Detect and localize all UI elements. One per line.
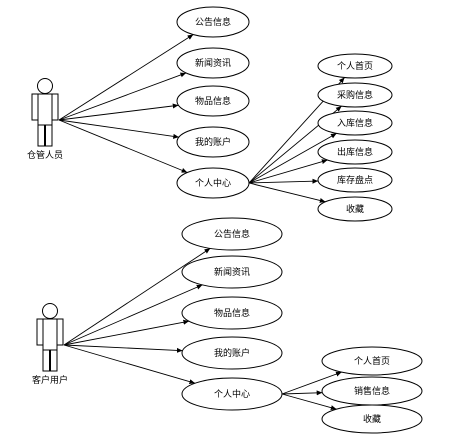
association-line: [63, 319, 190, 346]
use-case-ellipse: [321, 404, 423, 434]
use-case-2-5: 个人中心: [181, 377, 283, 411]
sub-use-case-2-1: 个人首页: [321, 346, 423, 376]
actor-torso: [37, 93, 53, 126]
sub-use-case-1-5: 库存盘点: [317, 167, 393, 193]
use-case-label: 销售信息: [354, 385, 390, 397]
use-case-label: 新闻资讯: [195, 57, 231, 69]
include-line: [248, 182, 326, 203]
actor-left-arm: [31, 93, 39, 121]
use-case-ellipse: [181, 336, 283, 370]
use-case-label: 物品信息: [214, 307, 250, 319]
use-case-2-3: 物品信息: [181, 296, 283, 330]
include-line: [281, 390, 323, 396]
sub-use-case-2-3: 收藏: [321, 404, 423, 434]
use-case-ellipse: [321, 346, 423, 376]
association-line: [58, 119, 180, 139]
association-line: [58, 72, 187, 121]
use-case-label: 收藏: [346, 203, 364, 215]
actor-right-leg: [50, 349, 58, 372]
use-case-ellipse: [176, 85, 250, 117]
use-case-label: 物品信息: [195, 95, 231, 107]
sub-use-case-1-1: 个人首页: [317, 53, 393, 79]
association-line: [63, 284, 203, 346]
use-case-label: 库存盘点: [337, 174, 373, 186]
association-line: [58, 119, 188, 173]
actor-1: 仓管人员: [27, 78, 63, 161]
use-case-1-5: 个人中心: [176, 167, 250, 199]
use-case-label: 我的账户: [195, 136, 231, 148]
actor-label: 客户用户: [32, 374, 68, 386]
use-case-ellipse: [181, 217, 283, 251]
use-case-label: 出库信息: [337, 146, 373, 158]
use-case-ellipse: [181, 377, 283, 411]
include-line: [248, 159, 328, 184]
use-case-ellipse: [181, 296, 283, 330]
actor-label: 仓管人员: [27, 149, 63, 161]
actor-left-leg: [42, 349, 50, 372]
sub-use-case-2-2: 销售信息: [321, 376, 423, 406]
association-line: [63, 344, 196, 385]
use-case-label: 入库信息: [337, 117, 373, 129]
use-case-ellipse: [181, 255, 283, 289]
use-case-label: 个人中心: [214, 388, 250, 400]
use-case-ellipse: [176, 167, 250, 199]
use-case-label: 个人首页: [337, 60, 373, 72]
use-case-ellipse: [176, 126, 250, 158]
use-case-ellipse: [176, 47, 250, 79]
use-case-ellipse: [317, 139, 393, 165]
use-case-2-4: 我的账户: [181, 336, 283, 370]
use-case-ellipse: [317, 167, 393, 193]
actor-left-leg: [37, 124, 45, 147]
sub-use-case-1-4: 出库信息: [317, 139, 393, 165]
use-case-ellipse: [317, 53, 393, 79]
actor-right-leg: [45, 124, 53, 147]
association-line: [58, 103, 179, 121]
include-line: [281, 371, 342, 395]
actor-head: [37, 78, 53, 94]
use-case-label: 个人首页: [354, 355, 390, 367]
use-case-label: 我的账户: [214, 347, 250, 359]
use-case-label: 公告信息: [214, 228, 250, 240]
association-line: [63, 248, 211, 346]
association-line: [58, 34, 194, 121]
use-case-2-2: 新闻资讯: [181, 255, 283, 289]
actor-left-arm: [36, 318, 44, 346]
use-case-ellipse: [317, 110, 393, 136]
include-line: [281, 393, 337, 411]
actor-torso: [42, 318, 58, 351]
use-case-label: 收藏: [363, 413, 381, 425]
include-line: [248, 133, 337, 184]
sub-use-case-1-6: 收藏: [317, 196, 393, 222]
association-line: [63, 344, 183, 353]
use-case-ellipse: [176, 6, 250, 38]
sub-use-case-1-2: 采购信息: [317, 82, 393, 108]
use-case-ellipse: [317, 196, 393, 222]
actor-2: 客户用户: [32, 303, 68, 386]
associations: [58, 34, 345, 411]
actor-head: [42, 303, 58, 319]
sub-use-case-1-3: 入库信息: [317, 110, 393, 136]
use-case-1-1: 公告信息: [176, 6, 250, 38]
use-case-1-3: 物品信息: [176, 85, 250, 117]
use-case-1-4: 我的账户: [176, 126, 250, 158]
use-case-label: 公告信息: [195, 16, 231, 28]
include-line: [248, 178, 319, 184]
actor-right-arm: [51, 93, 59, 121]
use-cases: 公告信息新闻资讯物品信息我的账户个人中心个人首页采购信息入库信息出库信息库存盘点…: [176, 6, 423, 434]
use-case-label: 个人中心: [195, 177, 231, 189]
use-case-2-1: 公告信息: [181, 217, 283, 251]
use-case-ellipse: [317, 82, 393, 108]
actor-right-arm: [56, 318, 64, 346]
use-case-label: 采购信息: [337, 89, 373, 101]
use-case-1-2: 新闻资讯: [176, 47, 250, 79]
use-case-label: 新闻资讯: [214, 266, 250, 278]
